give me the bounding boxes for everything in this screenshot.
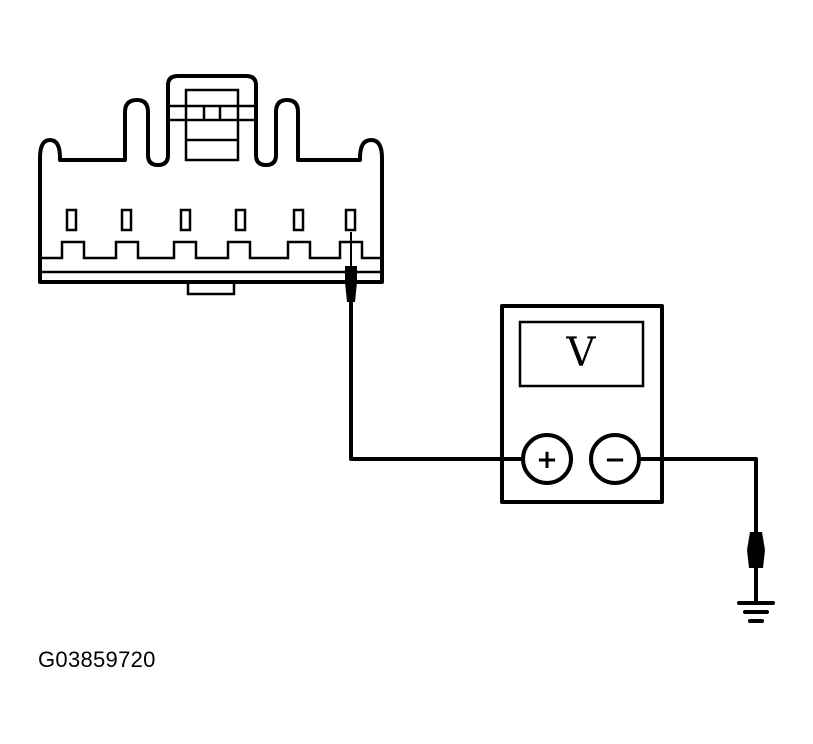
probe-icon: [345, 232, 357, 302]
connector-icon: [38, 74, 384, 296]
positive-terminal: [521, 433, 573, 485]
negative-terminal-label: −: [604, 445, 626, 475]
voltmeter-icon: V + −: [500, 304, 664, 504]
ground-probe: [747, 532, 765, 568]
ground-icon: [737, 601, 775, 623]
positive-terminal-label: +: [536, 445, 558, 475]
positive-lead: [349, 300, 525, 461]
negative-lead: [637, 457, 758, 536]
figure-id: G03859720: [38, 647, 156, 672]
meter-display-label: V: [566, 330, 597, 376]
